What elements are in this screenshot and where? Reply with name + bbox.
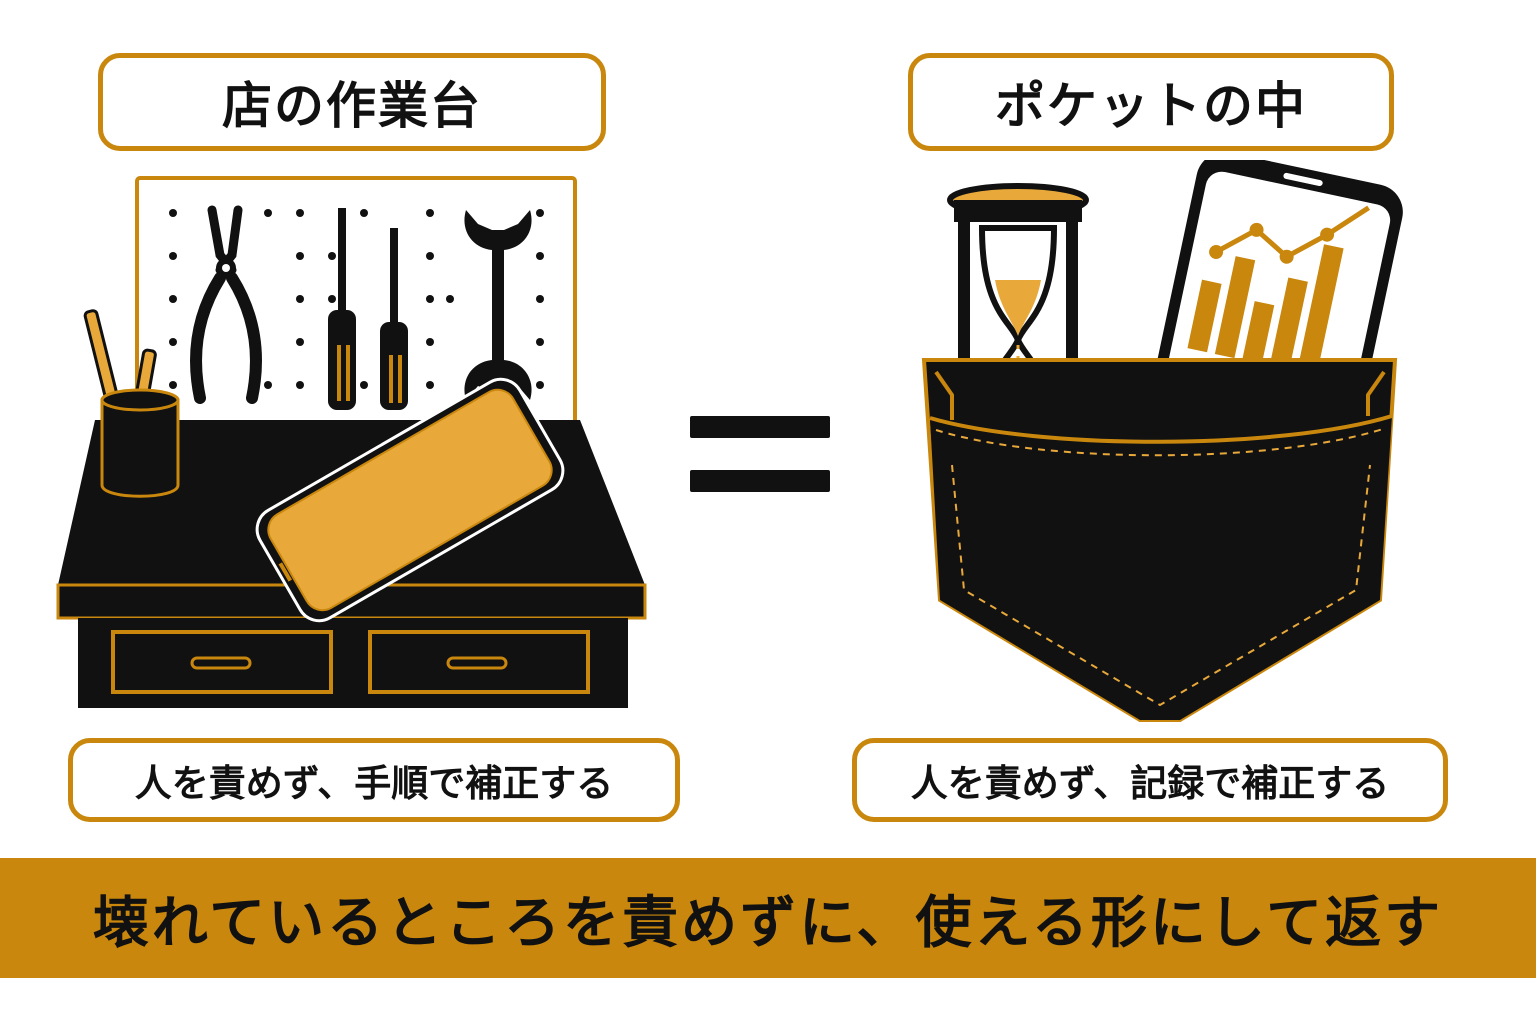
title-left-workbench: 店の作業台	[98, 53, 606, 151]
equals-bar-bottom	[690, 470, 830, 492]
caption-left: 人を責めず、手順で補正する	[68, 738, 680, 822]
bottom-banner: 壊れているところを責めずに、使える形にして返す	[0, 858, 1536, 978]
pliers-icon	[190, 205, 262, 404]
smartphone-icon	[255, 377, 565, 623]
pocket-icon	[921, 358, 1398, 722]
drawer-icon	[368, 630, 590, 694]
screwdriver-icon	[380, 228, 408, 410]
title-right-pocket: ポケットの中	[908, 53, 1394, 151]
pocket-illustration	[921, 160, 1403, 722]
title-right-text: ポケットの中	[995, 77, 1307, 135]
equals-bar-top	[690, 416, 830, 438]
tool-cup-icon	[83, 309, 180, 498]
screwdriver-icon	[328, 208, 356, 410]
workbench-illustration	[56, 176, 647, 708]
title-left-text: 店の作業台	[222, 77, 482, 135]
caption-left-text: 人を責めず、手順で補正する	[134, 762, 614, 805]
caption-right-text: 人を責めず、記録で補正する	[910, 762, 1390, 805]
drawer-icon	[111, 630, 333, 694]
wrench-icon	[464, 210, 532, 400]
banner-text: 壊れているところを責めずに、使える形にして返す	[92, 890, 1444, 956]
caption-right: 人を責めず、記録で補正する	[852, 738, 1448, 822]
equals-symbol	[690, 410, 835, 500]
